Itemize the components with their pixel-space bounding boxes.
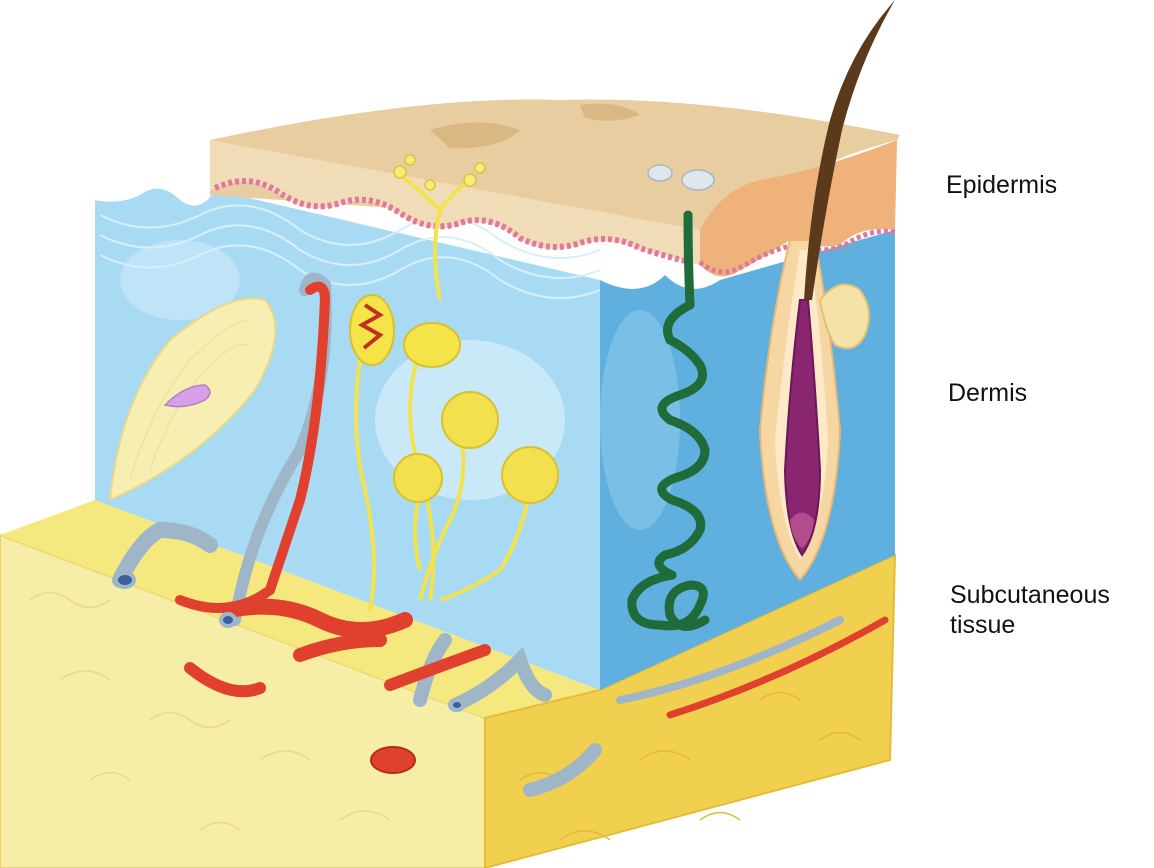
vein-cross-section (219, 612, 237, 628)
label-subcutaneous-line1: Subcutaneous (950, 581, 1110, 609)
fat-cell-texture (29, 591, 391, 831)
artery (222, 598, 413, 638)
epidermis-basal-layer-side (698, 228, 896, 275)
sweat-gland (627, 210, 710, 631)
receptor-bulb (393, 453, 443, 503)
sweat-droplet (647, 164, 673, 182)
free-nerve-endings (393, 154, 486, 191)
label-dermis: Dermis (948, 379, 1028, 407)
receptor-bulb (501, 446, 559, 504)
receptor-bulb (441, 391, 499, 449)
label-subcutaneous-tissue: Subcutaneous tissue (950, 580, 1150, 640)
pacinian-corpuscle (108, 297, 277, 502)
hair-bulb (783, 299, 822, 557)
artery (293, 633, 387, 662)
epidermis-surface-spot (580, 103, 640, 121)
meissner-corpuscle (403, 322, 461, 368)
vein-cross-section (114, 571, 136, 589)
epidermis-surface-spot (430, 122, 520, 149)
sebaceous-gland (818, 283, 870, 350)
artery-cross-section (370, 746, 416, 774)
vein-cross-section (449, 698, 465, 712)
artery (384, 644, 491, 691)
dermis-highlight (120, 240, 240, 320)
meissner-corpuscle-coil (357, 303, 384, 350)
sweat-droplet (681, 169, 715, 191)
vein (112, 521, 218, 588)
epidermis-basal-layer (213, 178, 691, 265)
vein (616, 616, 844, 704)
label-epidermis: Epidermis (946, 171, 1058, 199)
vein (448, 647, 552, 712)
hair-shaft (804, 0, 895, 300)
blood-vessels (112, 272, 889, 797)
hair-follicle (758, 239, 842, 582)
epidermis-front-strata (210, 140, 700, 265)
dermal-papilla (790, 512, 814, 548)
artery (184, 662, 266, 698)
label-subcutaneous-line2: tissue (950, 611, 1016, 639)
dermis-highlight (600, 310, 680, 530)
vein (523, 743, 602, 797)
artery (666, 616, 889, 719)
papillary-layer-waves (99, 204, 601, 299)
epidermis-side-strata (700, 140, 897, 277)
